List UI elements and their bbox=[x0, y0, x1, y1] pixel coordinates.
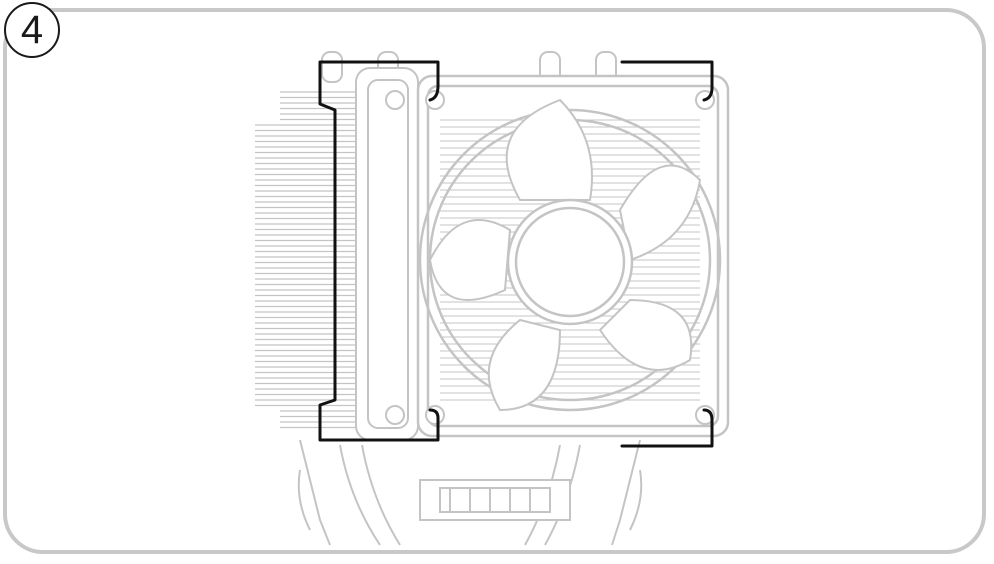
step-number: 4 bbox=[20, 8, 44, 52]
cooler-base bbox=[297, 439, 643, 546]
right-fan-clip bbox=[620, 60, 714, 448]
step-number-badge: 4 bbox=[4, 2, 60, 58]
heatsink-side-plate bbox=[355, 67, 419, 441]
heatsink-fins bbox=[255, 91, 360, 429]
left-fan-clip bbox=[318, 60, 440, 442]
fan-blades bbox=[428, 98, 702, 412]
heatpipe-tops bbox=[321, 51, 617, 83]
fan-screw-holes bbox=[385, 90, 715, 425]
fan-hub bbox=[506, 198, 634, 326]
